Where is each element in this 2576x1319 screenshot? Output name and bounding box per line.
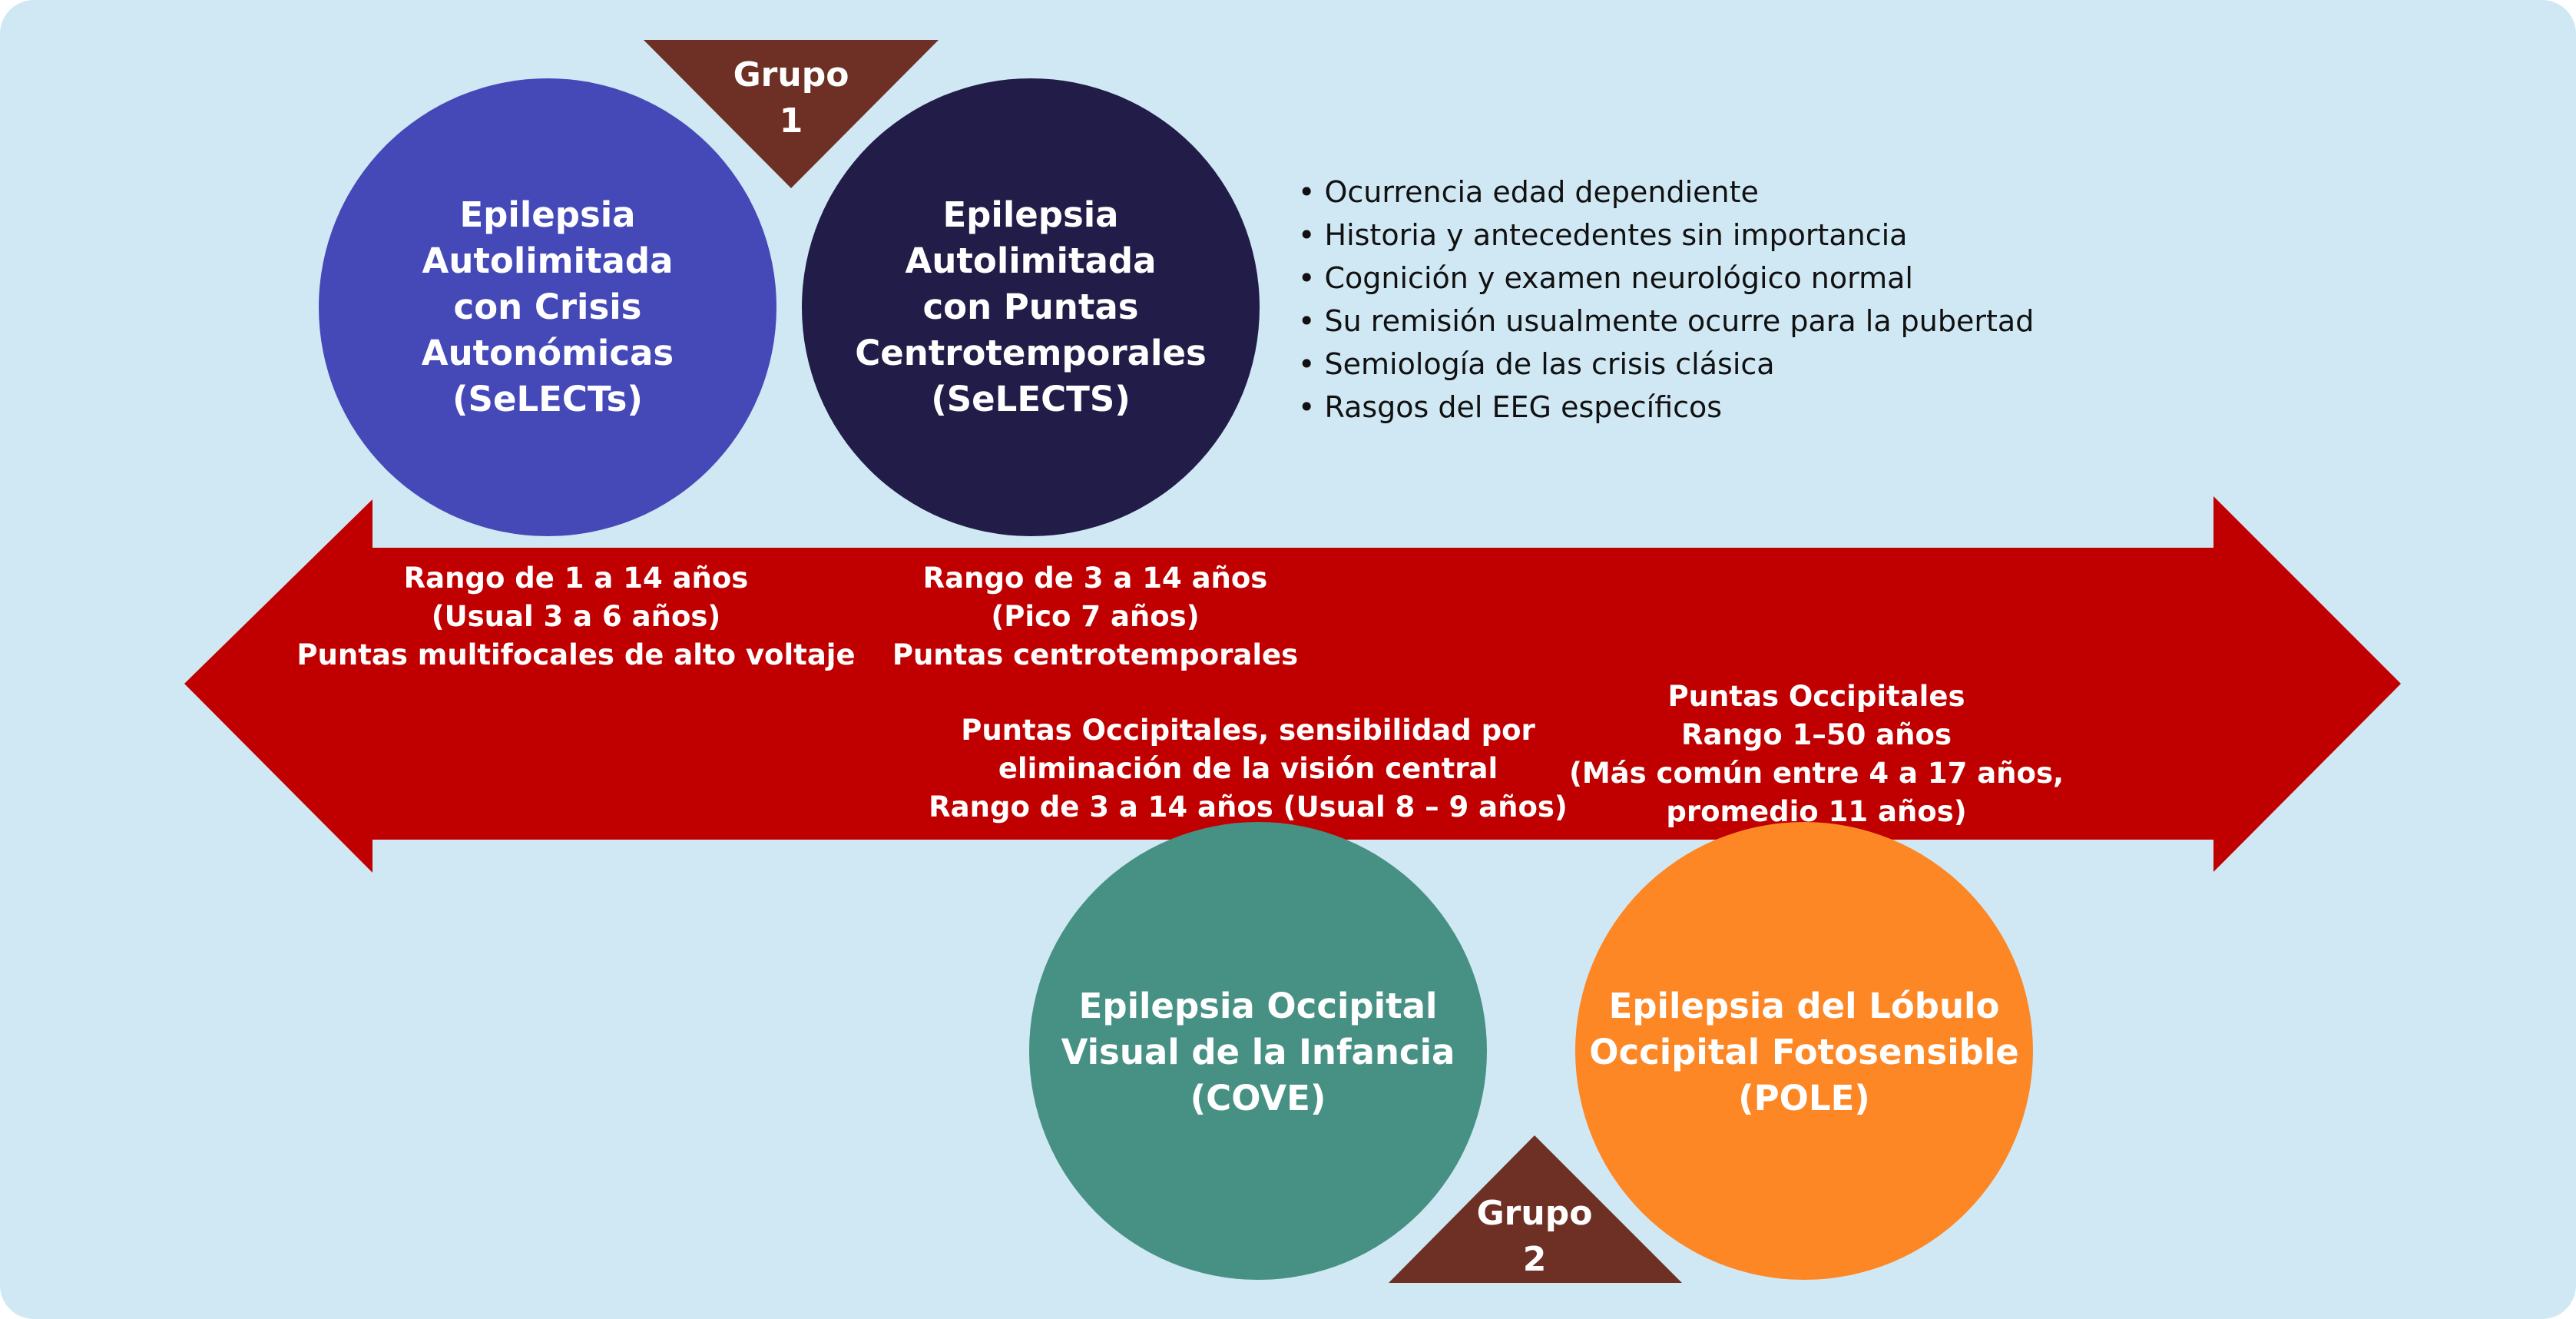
circle-selects-autonomic <box>319 78 776 536</box>
grupo-1-label: Grupo 1 <box>733 55 849 141</box>
arrow-note-cove: Puntas Occipitales, sensibilidad por eli… <box>929 714 1568 824</box>
feature-item: Ocurrencia edad dependiente <box>1298 171 2034 214</box>
circle-title-cove: Epilepsia Occipital Visual de la Infanci… <box>1061 986 1455 1118</box>
grupo-2-triangle <box>1389 1135 1682 1283</box>
arrow-note-selects-autonomic: Rango de 1 a 14 años (Usual 3 a 6 años) … <box>296 562 856 671</box>
feature-item: Su remisión usualmente ocurre para la pu… <box>1298 300 2035 343</box>
features-list: Ocurrencia edad dependiente Historia y a… <box>1298 171 2035 429</box>
circle-pole <box>1575 822 2033 1280</box>
double-arrow <box>184 496 2401 873</box>
arrow-note-pole: Puntas Occipitales Rango 1–50 años (Más … <box>1568 680 2064 828</box>
circle-cove <box>1029 822 1487 1280</box>
grupo-2-label: Grupo 2 <box>1476 1194 1593 1279</box>
circle-selects-centrotemporal <box>802 78 1260 536</box>
feature-item: Cognición y examen neurológico normal <box>1298 257 2034 300</box>
feature-item: Rasgos del EEG específicos <box>1298 386 2034 429</box>
grupo-1-triangle <box>644 40 939 188</box>
circle-title-selects-centrotemporal: Epilepsia Autolimitada con Puntas Centro… <box>855 194 1207 419</box>
feature-item: Semiología de las crisis clásica <box>1298 343 2034 386</box>
circle-title-selects-autonomic: Epilepsia Autolimitada con Crisis Autonó… <box>421 194 674 419</box>
feature-item: Historia y antecedentes sin importancia <box>1298 214 2034 257</box>
circle-title-pole: Epilepsia del Lóbulo Occipital Fotosensi… <box>1589 986 2019 1118</box>
arrow-note-selects-centrotemporal: Rango de 3 a 14 años (Pico 7 años) Punta… <box>892 562 1299 671</box>
